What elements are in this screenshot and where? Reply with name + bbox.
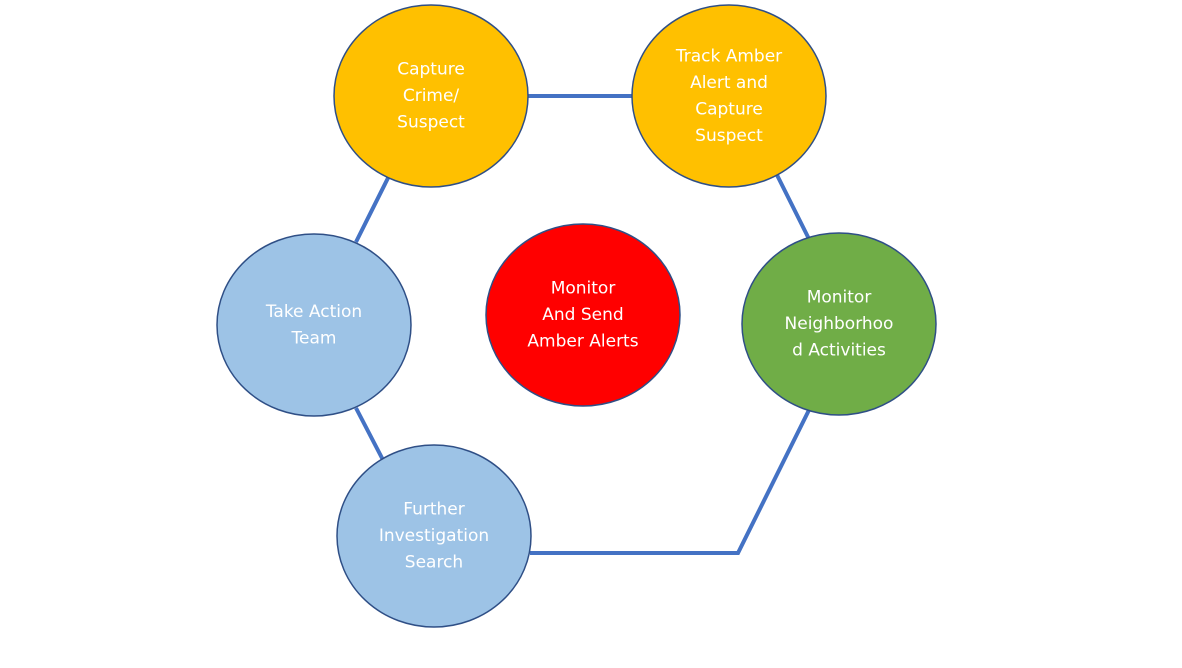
node-circle-monitor-amber [485,223,681,407]
node-label-line: Suspect [695,126,763,146]
connector-monitor-neighborhood-to-further-investigation [530,409,811,555]
node-label-line: Monitor [551,279,616,299]
connector-take-action-to-capture-crime [354,175,391,243]
connector-track-amber-to-monitor-neighborhood [775,174,811,240]
node-label-line: Take Action [265,302,362,322]
node-label-line: And Send [542,305,623,325]
node-circle-capture-crime [333,4,529,188]
node-label-line: Track Amber [675,46,782,66]
node-circle-monitor-neighborhood [741,232,937,416]
node-label-line: d Activities [792,341,886,361]
node-circle-track-amber [631,4,827,188]
node-label-line: Team [291,328,337,348]
node-label-line: Monitor [807,288,872,308]
node-label-line: Alert and [690,73,768,93]
node-label-line: Capture [397,60,465,80]
node-label-line: Neighborhoo [785,314,894,334]
node-label-line: Crime/ [403,86,460,106]
node-label-line: Search [405,553,463,573]
node-label-line: Further [403,500,465,520]
node-label-line: Capture [695,99,763,119]
node-label-line: Amber Alerts [527,332,638,352]
node-label-line: Suspect [397,113,465,133]
node-label-line: Investigation [379,526,489,546]
connector-further-investigation-to-take-action [354,407,385,461]
node-circle-take-action [216,233,412,417]
connectors [354,94,811,555]
node-circle-further-investigation [336,444,532,628]
